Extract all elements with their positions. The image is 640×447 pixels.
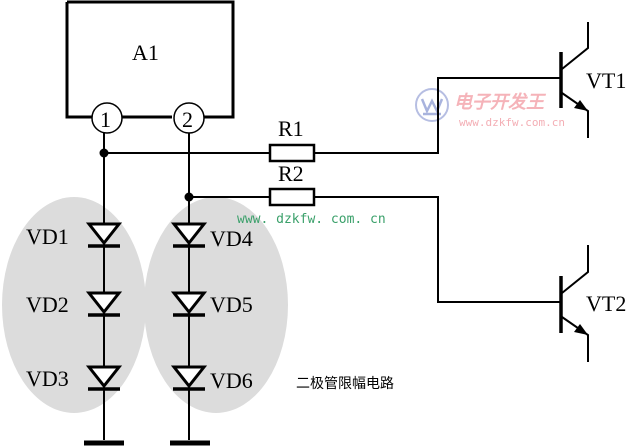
diode-vd6: VD6 <box>170 365 253 393</box>
transistor-vt2: VT2 <box>559 245 626 362</box>
module-a1: A1 <box>65 0 235 119</box>
vt1-emitter-arrow-icon <box>574 100 588 111</box>
diode-vd1: VD1 <box>26 222 123 249</box>
resistor-r1-label: R1 <box>278 116 304 141</box>
pin-2-label: 2 <box>182 107 193 132</box>
diode-vd2: VD2 <box>26 291 123 317</box>
watermark-url-red: www.dzkfw.com.cn <box>459 116 565 129</box>
watermark-logo-icon <box>415 88 449 122</box>
diagram-caption: 二极管限幅电路 <box>296 376 394 392</box>
watermark-logo-text: 电子开发王 <box>454 92 547 113</box>
diode-vd4: VD4 <box>170 222 253 251</box>
diode-vd1-label: VD1 <box>26 224 69 249</box>
diode-vd4-label: VD4 <box>210 226 253 251</box>
diode-vd3: VD3 <box>26 365 123 391</box>
right-diode-group-highlight <box>144 197 288 413</box>
transistor-vt1-label: VT1 <box>586 68 626 93</box>
left-diode-group-highlight <box>2 197 146 413</box>
pin-1-label: 1 <box>100 107 111 132</box>
module-a1-label: A1 <box>132 40 159 65</box>
transistor-vt2-label: VT2 <box>586 291 626 316</box>
transistor-vt1: VT1 <box>559 22 626 138</box>
pin-2: 2 <box>173 102 205 134</box>
diode-vd6-label: VD6 <box>210 368 253 393</box>
diode-vd5: VD5 <box>170 291 253 317</box>
vt2-emitter-arrow-icon <box>574 324 588 335</box>
resistor-r1 <box>268 143 316 163</box>
resistor-r2-label: R2 <box>278 161 304 186</box>
watermark-url-green: www. dzkfw. com. cn <box>237 212 386 227</box>
watermark-logo: 电子开发王 www.dzkfw.com.cn <box>415 88 565 129</box>
pin-1: 1 <box>91 102 123 134</box>
diode-vd2-label: VD2 <box>26 292 69 317</box>
wire-r2-branch <box>189 196 560 303</box>
diode-vd3-label: VD3 <box>26 366 69 391</box>
resistor-r2 <box>268 187 316 207</box>
diode-vd5-label: VD5 <box>210 292 253 317</box>
